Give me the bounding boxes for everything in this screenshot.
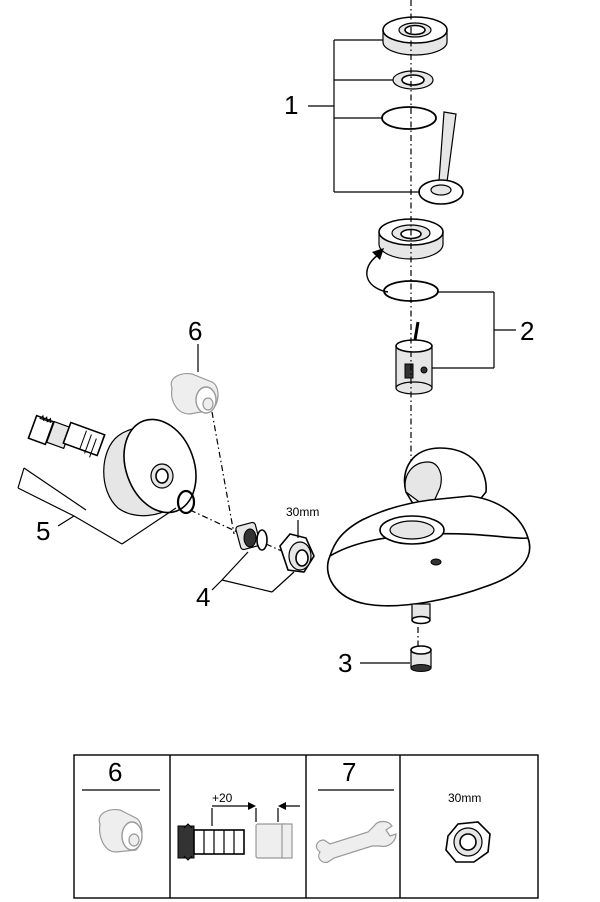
callout-5-bracket bbox=[17, 467, 177, 545]
washer-part bbox=[176, 489, 196, 515]
table-cell-2-dimension: +20 bbox=[212, 791, 233, 805]
callout-3-label: 3 bbox=[338, 648, 352, 678]
rotation-arrow-icon bbox=[366, 248, 389, 293]
nut-size-label: 30mm bbox=[286, 505, 319, 519]
eccentric-part bbox=[235, 521, 268, 551]
table-extension-piece-icon bbox=[98, 809, 143, 853]
extension-axis-line bbox=[211, 411, 235, 535]
callout-4-bracket bbox=[211, 551, 295, 593]
o-ring-part bbox=[381, 106, 437, 130]
small-ring-part bbox=[392, 70, 434, 90]
s-union-connector-part bbox=[27, 414, 106, 458]
table-wrench-icon bbox=[315, 820, 397, 863]
table-cell-1-number: 6 bbox=[108, 757, 122, 787]
callout-5-label: 5 bbox=[36, 516, 50, 546]
cap-ring-part bbox=[382, 16, 448, 56]
callout-4-label: 4 bbox=[196, 582, 210, 612]
callout-2-bracket bbox=[432, 291, 516, 369]
table-cell-4-size: 30mm bbox=[448, 791, 481, 805]
union-nut-part bbox=[279, 533, 315, 573]
table-union-nut-icon bbox=[445, 821, 491, 863]
callout-2-label: 2 bbox=[520, 316, 534, 346]
callout-6-label: 6 bbox=[188, 316, 202, 346]
wall-rosette-part bbox=[103, 418, 197, 517]
table-extension-dimension-icon bbox=[177, 802, 300, 861]
connector-axis-line bbox=[189, 509, 247, 537]
aerator-part bbox=[410, 645, 432, 672]
mixer-body-part bbox=[326, 447, 531, 625]
callout-1-bracket bbox=[308, 39, 420, 193]
table-cell-3-number: 7 bbox=[342, 757, 356, 787]
cartridge-part bbox=[395, 321, 433, 395]
extension-piece-part bbox=[170, 373, 219, 415]
lever-handle-part bbox=[418, 111, 464, 205]
callout-1-label: 1 bbox=[284, 90, 298, 120]
